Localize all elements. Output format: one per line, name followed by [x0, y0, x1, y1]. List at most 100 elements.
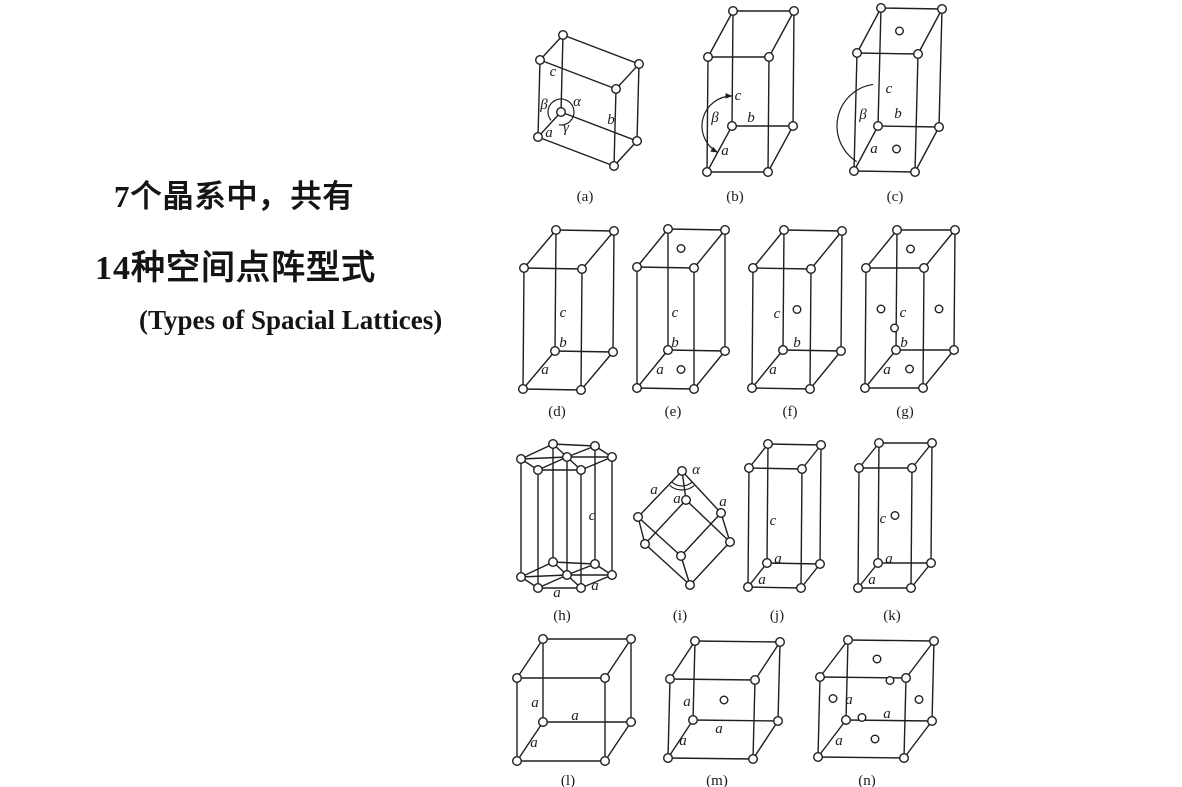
lattice-edge — [747, 562, 768, 588]
lattice-edge — [637, 470, 683, 518]
axis-label-a: a — [650, 482, 658, 498]
caption-h: (h) — [553, 608, 571, 624]
lattice-edge — [857, 562, 879, 589]
lattice-point — [870, 734, 880, 744]
lattice-point — [764, 52, 775, 63]
axis-label-c: c — [550, 64, 557, 80]
lattice-edge — [669, 640, 696, 680]
lattice-point — [837, 225, 848, 236]
lattice-edge — [637, 516, 682, 557]
lattice-edge — [845, 639, 849, 721]
lattice-point — [949, 345, 960, 356]
lattice-edge — [922, 349, 955, 389]
lattice-point — [775, 637, 786, 648]
lattice-edge — [537, 111, 562, 138]
lattice-edge — [810, 230, 843, 270]
lattice-edge — [537, 456, 568, 471]
lattice-edge — [693, 229, 726, 269]
lattice-edge — [555, 229, 615, 232]
lattice-edge — [752, 720, 779, 760]
lattice-edge — [520, 443, 554, 460]
lattice-point — [632, 135, 643, 146]
caption-b: (b) — [726, 189, 744, 205]
axis-label-a: a — [715, 721, 723, 737]
axis-label-α: α — [692, 462, 701, 478]
lattice-edge — [604, 721, 632, 762]
lattice-point — [913, 49, 924, 60]
lattice-point — [813, 752, 824, 763]
lattice-edge — [857, 467, 860, 589]
lattice-edge — [680, 555, 691, 586]
lattice-point — [849, 165, 860, 176]
axis-label-b: b — [747, 110, 755, 126]
lattice-edge — [914, 126, 940, 173]
axis-label-c: c — [900, 305, 907, 321]
lattice-edge — [580, 574, 613, 589]
lattice-edge — [613, 88, 617, 167]
caption-f: (f) — [783, 404, 798, 420]
lattice-point — [950, 224, 961, 235]
lattice-edge — [767, 125, 794, 173]
lattice-edge — [766, 443, 769, 564]
axis-label-a: a — [769, 362, 777, 378]
axis-label-b: b — [894, 106, 902, 122]
lattice-point — [852, 48, 863, 59]
lattice-edge — [612, 230, 615, 353]
lattice-edge — [853, 125, 879, 172]
lattice-point — [806, 264, 817, 275]
caption-k: (k) — [883, 608, 901, 624]
lattice-point — [576, 583, 587, 594]
axis-label-a: a — [845, 692, 853, 708]
lattice-edge — [766, 562, 821, 565]
axis-label-a: a — [868, 572, 876, 588]
lattice-edge — [615, 63, 640, 90]
lattice-edge — [864, 349, 897, 389]
axis-label-a: a — [758, 572, 766, 588]
lattice-point — [873, 120, 884, 131]
axis-label-a: a — [679, 733, 687, 749]
lattice-edge — [747, 586, 802, 589]
lattice-edge — [817, 719, 847, 758]
lattice-edge — [636, 349, 669, 389]
lattice-point — [872, 654, 882, 664]
lattice-edge — [580, 456, 613, 471]
lattice-point — [836, 346, 847, 357]
lattice-edge — [552, 561, 596, 565]
lattice-point — [778, 345, 789, 356]
axis-label-a: a — [571, 708, 579, 724]
axis-label-a: a — [591, 578, 599, 594]
axis-label-c: c — [880, 511, 887, 527]
lattice-cell-j: caa(j) — [743, 439, 827, 624]
axis-label-a: a — [870, 141, 878, 157]
caption-j: (j) — [770, 608, 784, 624]
lattice-point — [854, 463, 865, 474]
lattice-point — [533, 583, 544, 594]
lattice-point — [663, 345, 674, 356]
lattice-edge — [560, 34, 564, 113]
caption-m: (m) — [706, 773, 728, 787]
lattice-point — [895, 26, 905, 36]
caption-g: (g) — [896, 404, 914, 420]
lattice-point — [626, 717, 637, 728]
lattice-edge — [819, 444, 822, 565]
lattice-edge — [817, 676, 821, 758]
lattice-edge — [566, 445, 596, 458]
angle-arc — [669, 485, 695, 491]
axis-label-c: c — [589, 508, 596, 524]
axis-label-β: β — [858, 107, 867, 123]
lattice-point — [576, 465, 587, 476]
lattice-point — [677, 466, 688, 477]
lattice-point — [841, 715, 852, 726]
axis-label-c: c — [672, 305, 679, 321]
lattice-point — [743, 582, 754, 593]
lattice-point — [815, 672, 826, 683]
lattice-edge — [613, 140, 638, 167]
lattice-edge — [752, 679, 756, 760]
lattice-point — [927, 716, 938, 727]
axis-label-β: β — [539, 97, 548, 113]
lattice-point — [899, 753, 910, 764]
lattice-edge — [858, 442, 880, 469]
lattice-point — [516, 454, 527, 465]
lattice-edge — [754, 641, 781, 681]
